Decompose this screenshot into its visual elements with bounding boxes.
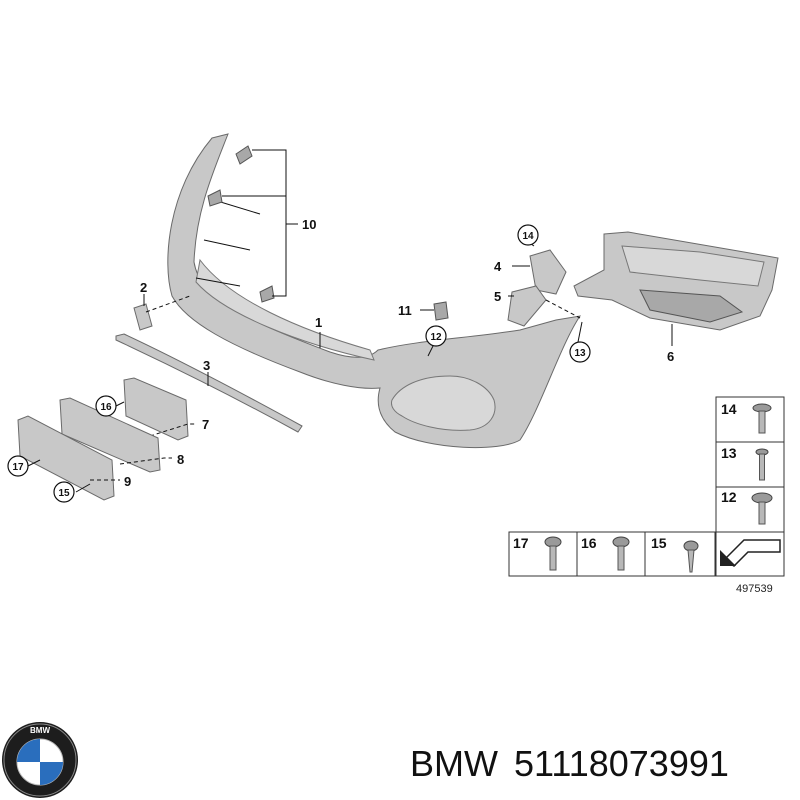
screw-17-icon <box>544 536 562 571</box>
circled-callout-15: 15 <box>53 481 75 503</box>
callout-4: 4 <box>494 259 502 274</box>
legend-13: 13 <box>721 445 737 461</box>
callout-6: 6 <box>667 349 674 364</box>
plate-bracket-part-7 <box>123 377 196 441</box>
part-number: 51118073991 <box>514 743 729 784</box>
bmw-logo: BMW <box>2 722 78 798</box>
bracket-part-4 <box>512 249 567 295</box>
svg-text:16: 16 <box>100 402 112 413</box>
fastener-legend: 14 13 12 17 16 15 <box>508 396 785 595</box>
clips-part-10 <box>207 145 298 303</box>
arrow-symbol-icon <box>720 539 781 567</box>
svg-text:14: 14 <box>522 231 534 242</box>
brand-name: BMW <box>410 743 498 784</box>
legend-16: 16 <box>581 535 597 551</box>
callout-10: 10 <box>302 217 316 232</box>
callout-2: 2 <box>140 280 147 295</box>
legend-17: 17 <box>513 535 529 551</box>
callout-9: 9 <box>124 474 131 489</box>
screw-13-icon <box>755 448 769 481</box>
clip-part-11 <box>420 301 449 321</box>
circled-callout-16: 16 <box>95 395 117 417</box>
svg-text:13: 13 <box>574 348 586 359</box>
legend-15: 15 <box>651 535 667 551</box>
callout-1: 1 <box>315 315 322 330</box>
callout-11: 11 <box>398 303 412 318</box>
svg-text:15: 15 <box>58 488 70 499</box>
screw-16-icon <box>612 536 630 571</box>
screw-12-icon <box>751 492 773 525</box>
circled-callout-14: 14 <box>517 224 539 246</box>
bumper-cover <box>167 133 582 449</box>
bracket-part-2 <box>133 294 191 331</box>
callout-8: 8 <box>177 452 184 467</box>
screw-14-icon <box>752 403 772 434</box>
callout-7: 7 <box>202 417 209 432</box>
legend-12: 12 <box>721 489 737 505</box>
bracket-part-5 <box>507 285 581 327</box>
callout-5: 5 <box>494 289 501 304</box>
svg-text:BMW: BMW <box>30 726 50 735</box>
carrier-part-6 <box>573 231 779 346</box>
legend-14: 14 <box>721 401 737 417</box>
circled-callout-13: 13 <box>569 341 591 363</box>
screw-15-icon <box>683 540 699 573</box>
trim-strip-part-3 <box>115 333 303 433</box>
svg-text:12: 12 <box>430 332 442 343</box>
circled-callout-17: 17 <box>7 455 29 477</box>
callout-3: 3 <box>203 358 210 373</box>
svg-text:17: 17 <box>12 462 24 473</box>
diagram-reference-number: 497539 <box>736 583 773 595</box>
circled-callout-12: 12 <box>425 325 447 347</box>
